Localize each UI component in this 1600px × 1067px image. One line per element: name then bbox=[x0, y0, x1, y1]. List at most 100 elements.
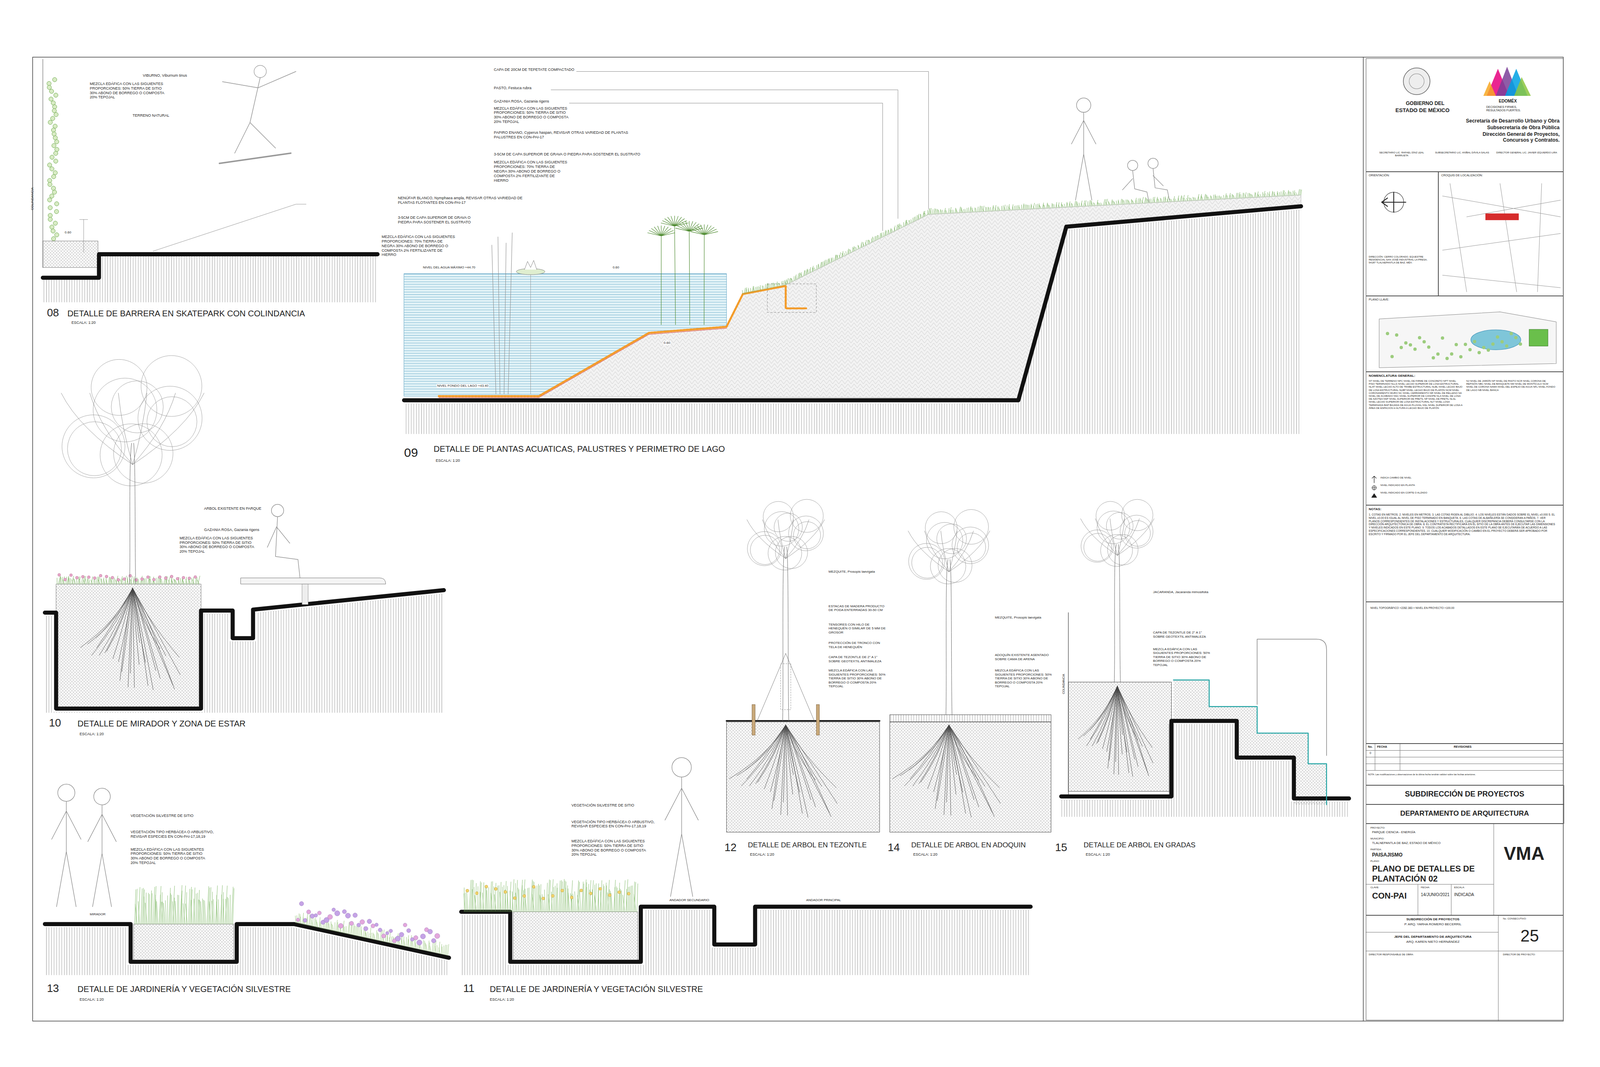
gravel-layer bbox=[438, 285, 807, 397]
detail-title: DETALLE DE JARDINERÍA Y VEGETACIÓN SILVE… bbox=[77, 983, 291, 994]
title-block-text: EDOMÉX bbox=[1498, 98, 1517, 104]
vine-leaf bbox=[52, 170, 58, 175]
scale-note: ESCALA: 1:20 bbox=[750, 852, 775, 857]
key-plan-panel: PLANO LLAVE: bbox=[1365, 295, 1564, 372]
paver-layer bbox=[890, 714, 1052, 722]
flower-cluster bbox=[317, 910, 322, 915]
scale-note: ESCALA: 1:20 bbox=[490, 997, 515, 1002]
gazania-flower bbox=[182, 576, 185, 580]
flower-cluster bbox=[513, 896, 517, 900]
vine-leaf bbox=[51, 100, 56, 105]
person-figure bbox=[93, 787, 111, 805]
tree-crown bbox=[100, 423, 163, 486]
title-block-text: PLANO DE DETALLES DE PLANTACIÓN 02 bbox=[1372, 863, 1485, 884]
title-block-text: ORIENTACIÓN: bbox=[1368, 173, 1390, 178]
site-marker bbox=[1485, 213, 1519, 220]
title-block-text: NIVEL INDICADO EN CORTE O ALZADO bbox=[1380, 491, 1428, 495]
flower-cluster bbox=[627, 891, 630, 895]
flower-cluster bbox=[356, 922, 361, 927]
tree-crown bbox=[1100, 534, 1133, 567]
flower-cluster bbox=[363, 926, 369, 931]
tree-crown bbox=[750, 535, 780, 565]
title-block-text: PARTIDA: bbox=[1370, 847, 1382, 851]
ground-hatch bbox=[45, 592, 445, 713]
flower-cluster bbox=[370, 923, 375, 928]
annotation-text: 3-5CM DE CAPA SUPERIOR DE GRAVA O PIEDRA… bbox=[397, 215, 482, 225]
person-figure bbox=[1071, 112, 1096, 200]
gazania-flower bbox=[81, 575, 85, 578]
gazania-flower bbox=[75, 576, 79, 580]
callout-number: 14 bbox=[887, 840, 900, 854]
flower-cluster bbox=[360, 919, 365, 925]
key-plan-tree bbox=[1427, 345, 1431, 349]
key-plan-tree bbox=[1482, 345, 1486, 350]
tree-crown bbox=[908, 543, 945, 580]
tree-crown bbox=[788, 515, 824, 551]
vine-leaf bbox=[51, 236, 56, 241]
north-arrow bbox=[1381, 192, 1406, 213]
annotation-text: MEZCLA EDÁFICA CON LAS SIGUIENTES PROPOR… bbox=[179, 535, 255, 554]
header-panel: GOBIERNO DELESTADO DE MÉXICOEDOMÉXDECISI… bbox=[1365, 58, 1564, 172]
annotation-text: MEZCLA EDÁFICA CON LAS SIGUIENTES PROPOR… bbox=[90, 81, 165, 100]
vine-leaf bbox=[47, 197, 52, 203]
root-system bbox=[892, 724, 1001, 817]
level-note: NIVEL DEL AGUA MÁXIMO +44.70 bbox=[422, 265, 476, 270]
flower-cluster bbox=[541, 896, 545, 900]
tree-crown bbox=[911, 547, 943, 578]
flower-cluster bbox=[367, 918, 372, 924]
key-plan-tree bbox=[1399, 345, 1403, 350]
handrail bbox=[1257, 639, 1327, 756]
annotation-text: TERRENO NATURAL bbox=[132, 113, 170, 118]
root-system bbox=[729, 724, 838, 817]
title-block-art bbox=[1365, 66, 1564, 1021]
skater-figure bbox=[254, 65, 267, 78]
tree-crown bbox=[113, 423, 174, 484]
dimension-line bbox=[79, 219, 88, 253]
callout-number: 09 bbox=[404, 445, 418, 460]
key-plan-tree bbox=[1518, 342, 1523, 346]
soil-mix bbox=[726, 721, 880, 833]
tree-crown bbox=[767, 536, 802, 570]
flower-cluster bbox=[349, 920, 354, 925]
flower-cluster bbox=[342, 909, 347, 914]
vine-leaf bbox=[47, 81, 52, 86]
orientation-panel: ORIENTACIÓN:DIRECCIÓN: CERRO COLORADO, E… bbox=[1365, 171, 1439, 296]
annotation-text: CAPA DE 20CM DE TEPETATE COMPACTADO bbox=[493, 67, 575, 73]
vine-leaf bbox=[47, 182, 53, 187]
title-block-text: Secretaría de Desarrollo Urbano y Obra bbox=[1465, 117, 1560, 124]
person-figure bbox=[87, 804, 117, 907]
vine-leaf bbox=[49, 225, 54, 230]
annotation-text: MEZCLA EDÁFICA CON LAS SIGUIENTES PROPOR… bbox=[1152, 647, 1212, 668]
vine-leaf bbox=[47, 205, 53, 210]
vine-leaf bbox=[47, 85, 52, 90]
detail-title: DETALLE DE ARBOL EN TEZONTLE bbox=[747, 840, 867, 850]
flower-cluster bbox=[522, 894, 526, 898]
key-plan-tree bbox=[1459, 355, 1463, 359]
tree-trunk bbox=[782, 546, 789, 721]
gazania-flower bbox=[57, 573, 61, 577]
title-grid-line bbox=[1365, 915, 1564, 1021]
vine-leaf bbox=[50, 155, 55, 160]
vine-leaf bbox=[47, 178, 52, 183]
tree-branches bbox=[908, 530, 990, 572]
annotation-text: GAZANIA ROSA, Gazania rigens bbox=[204, 527, 260, 533]
annotation-text: TENSORES CON HILO DE HENEQUÉN O SIMILAR … bbox=[828, 622, 888, 635]
callout-number: 15 bbox=[1055, 840, 1068, 854]
annotation-text: GAZANIA ROSA, Gazania rigens bbox=[493, 99, 550, 104]
callout-number: 11 bbox=[463, 981, 475, 995]
title-block-text: PLANO LLAVE: bbox=[1368, 297, 1390, 302]
department-band: SUBDIRECCIÓN DE PROYECTOS bbox=[1365, 785, 1565, 805]
annotation-text: MIRADOR bbox=[90, 912, 106, 917]
title-block-text: PLANO: bbox=[1370, 859, 1380, 863]
wood-stake bbox=[816, 704, 820, 735]
key-plan-tree bbox=[1463, 342, 1468, 346]
title-block-text: MUNICIPIO: bbox=[1370, 837, 1385, 840]
boundary-wall bbox=[42, 59, 43, 268]
flower-cluster bbox=[395, 935, 401, 942]
gazania-flower bbox=[158, 575, 162, 579]
scale-note: ESCALA: 1:20 bbox=[79, 997, 104, 1002]
tree-branches bbox=[61, 392, 205, 465]
flower-cluster bbox=[589, 891, 593, 895]
annotation-text: MEZQUITE, Prosopis laevigata bbox=[828, 569, 888, 574]
person-figure bbox=[51, 801, 82, 907]
